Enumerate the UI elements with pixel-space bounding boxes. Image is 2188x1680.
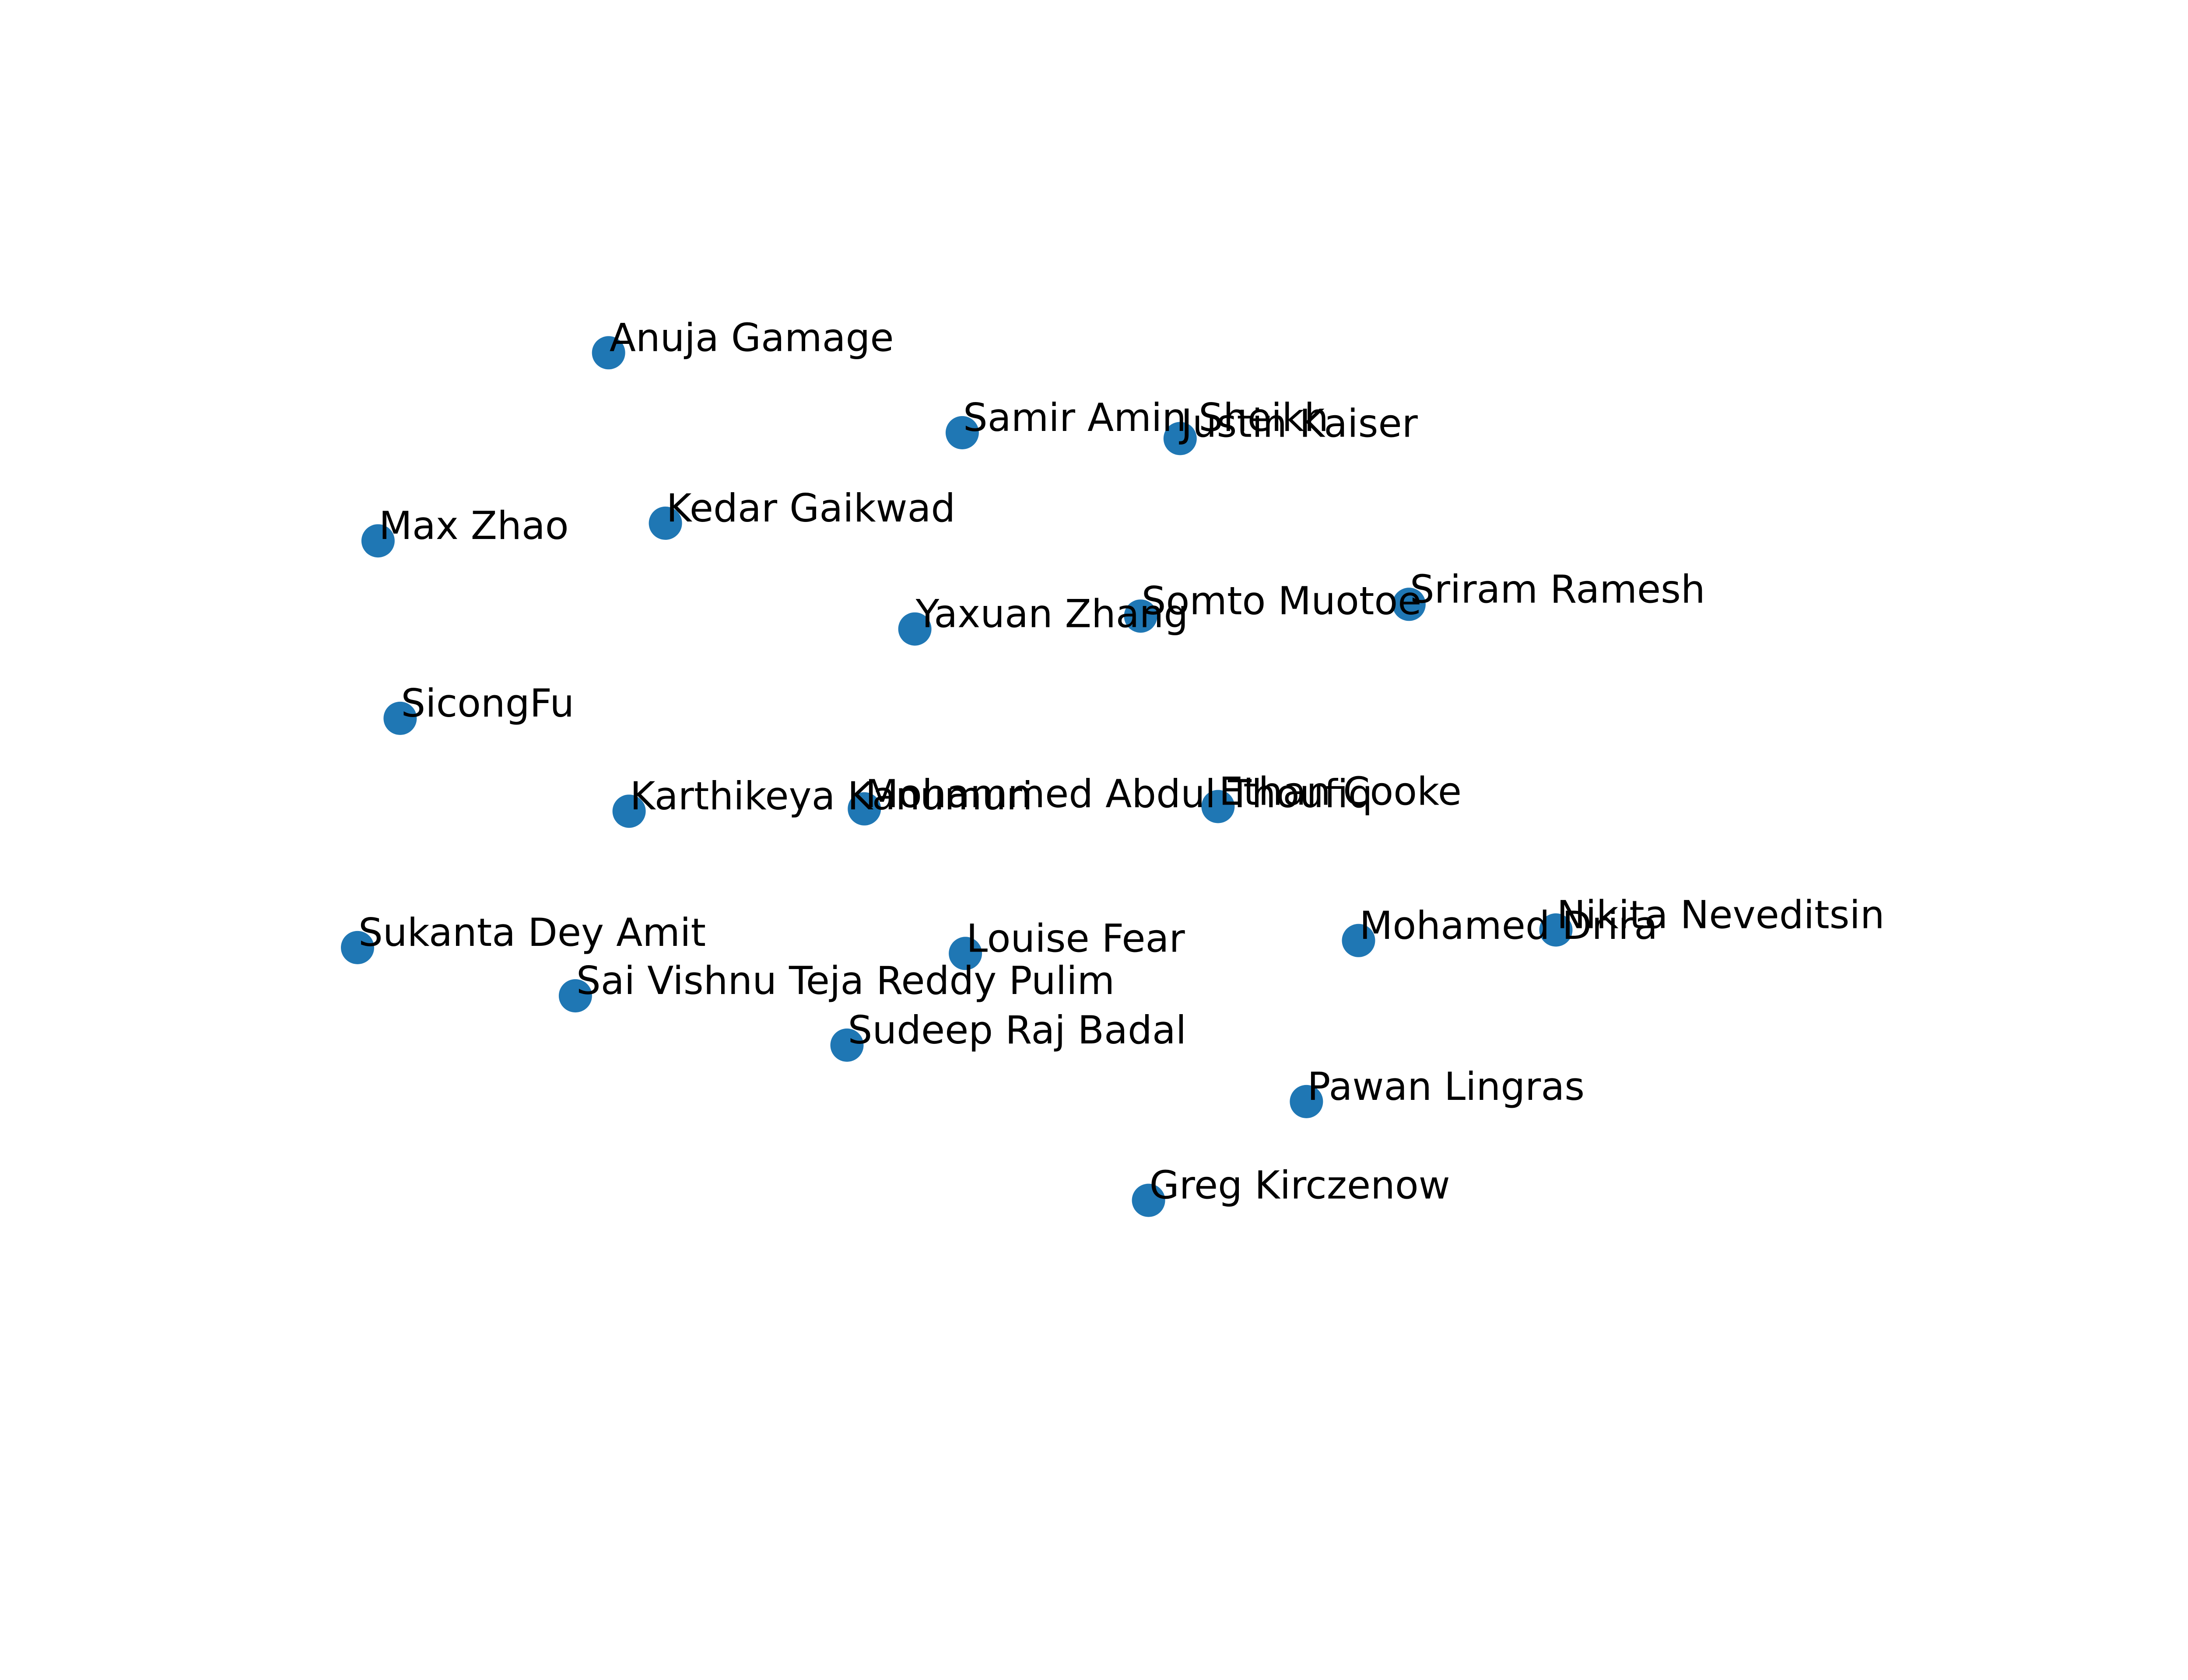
- scatter-point: [830, 1028, 864, 1062]
- scatter-point: [592, 336, 625, 370]
- point-label: Sai Vishnu Teja Reddy Pulim: [576, 958, 1115, 1003]
- scatter-point: [945, 416, 979, 449]
- points-layer: [341, 336, 1573, 1217]
- point-label: Somto Muotoe: [1142, 578, 1422, 623]
- scatter-point: [1132, 1183, 1165, 1217]
- point-label: Nikita Neveditsin: [1557, 892, 1885, 938]
- scatter-point: [558, 979, 592, 1013]
- scatter-point: [361, 524, 395, 558]
- scatter-point: [1163, 422, 1197, 455]
- scatter-point: [949, 937, 982, 970]
- point-label: Max Zhao: [379, 503, 569, 548]
- point-label: Ethan Cooke: [1219, 769, 1462, 814]
- point-label: Mohammed Abdul Thoufiq: [865, 771, 1372, 816]
- point-label: Anuja Gamage: [610, 315, 894, 360]
- scatter-point: [1539, 913, 1573, 947]
- point-label: Kedar Gaikwad: [666, 486, 956, 531]
- scatter-point: [898, 612, 932, 646]
- scatter-point: [612, 794, 646, 828]
- scatter-point: [1124, 599, 1157, 633]
- point-label: SicongFu: [401, 681, 574, 726]
- point-label: Samir Amin Sheikh: [963, 395, 1329, 440]
- scatter-point: [1392, 588, 1426, 621]
- point-label: Sukanta Dey Amit: [358, 910, 706, 955]
- point-label: Louise Fear: [966, 916, 1185, 961]
- point-label: Yaxuan Zhang: [915, 592, 1189, 637]
- scatter-point: [649, 506, 682, 540]
- point-label: Justin Kaiser: [1179, 401, 1418, 446]
- point-label: Sudeep Raj Badal: [848, 1008, 1187, 1053]
- scatter-point: [341, 931, 374, 964]
- scatter-point: [1290, 1085, 1323, 1118]
- point-label: Greg Kirczenow: [1150, 1163, 1450, 1208]
- scatter-point: [383, 701, 417, 735]
- scatter-point: [1201, 790, 1235, 823]
- scatter-point: [848, 792, 881, 826]
- point-label: Karthikeya Kanumuri: [630, 774, 1033, 819]
- point-label: Pawan Lingras: [1307, 1064, 1585, 1109]
- point-label: Sriram Ramesh: [1410, 567, 1705, 612]
- point-label: Mohamed Drira: [1360, 903, 1658, 948]
- scatter-point: [1342, 924, 1375, 957]
